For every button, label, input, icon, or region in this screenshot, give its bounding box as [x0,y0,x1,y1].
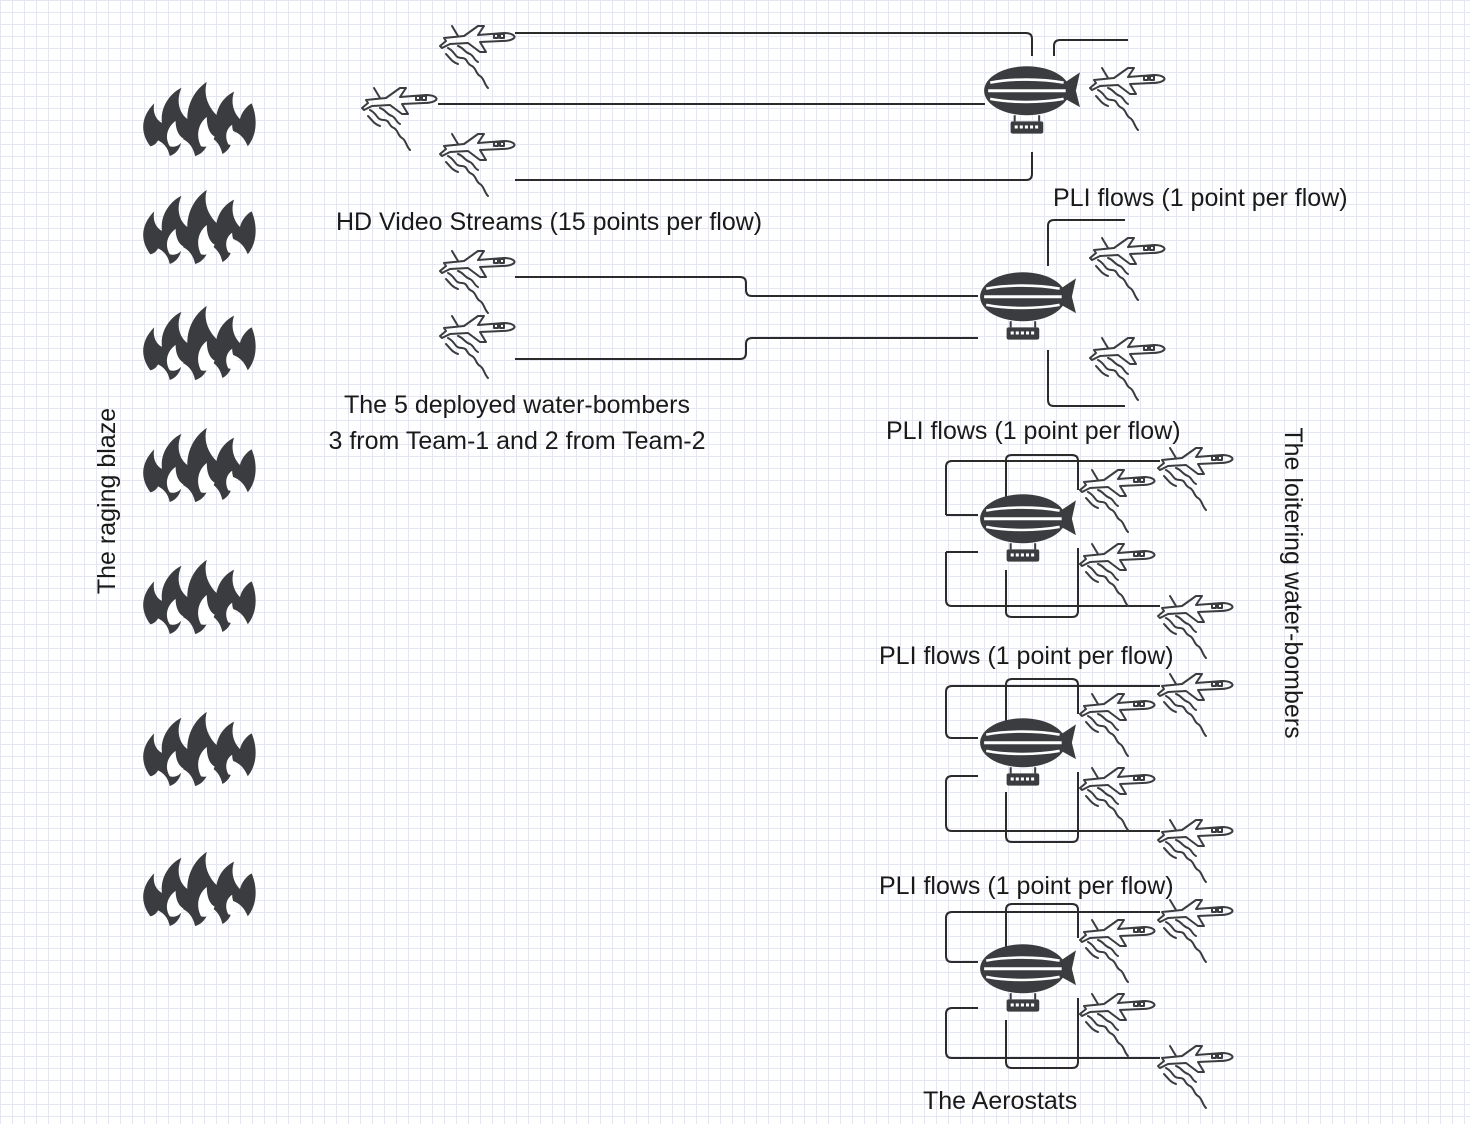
fire-column [143,81,256,926]
loitering-water-bombers [1079,67,1234,1109]
water-bomber-plane-icon [1079,919,1156,983]
aerostats-label: The Aerostats [923,1087,1078,1115]
water-bomber-plane-icon [1079,767,1156,831]
flow-lines [438,32,1160,1069]
fire-icon [143,851,256,926]
water-bomber-plane-icon [1089,337,1166,401]
water-bomber-plane-icon [1089,67,1166,131]
aerostat-blimp-icon [982,64,1082,136]
fire-icon [143,305,256,380]
fire-icon [143,711,256,786]
pli-flows-label-3: PLI flows (1 point per flow) [879,872,1174,900]
deployed-water-bombers-label-line2: 3 from Team-1 and 2 from Team-2 [328,427,706,455]
aerostat-blimp-icon [978,270,1078,342]
raging-blaze-label: The raging blaze [93,407,121,595]
water-bomber-plane-icon [1089,237,1166,301]
deployed-water-bombers [361,25,516,379]
aerostat-blimp-icon [978,492,1078,564]
loitering-water-bombers-label: The loitering water-bombers [1279,427,1307,739]
deployed-water-bombers-label-line1: The 5 deployed water-bombers [343,391,691,419]
water-bomber-plane-icon [1157,447,1234,511]
water-bomber-plane-icon [1157,673,1234,737]
water-bomber-plane-icon [1079,693,1156,757]
water-bomber-plane-icon [361,87,438,151]
fire-icon [143,81,256,156]
water-bomber-plane-icon [1157,1045,1234,1109]
aerostat-blimp-icon [978,716,1078,788]
pli-flows-label-1: PLI flows (1 point per flow) [886,417,1181,445]
water-bomber-plane-icon [1157,899,1234,963]
fire-icon [143,559,256,634]
water-bomber-plane-icon [439,315,516,379]
fire-icon [143,189,256,264]
aerostat-blimp-icon [978,942,1078,1014]
pli-flows-label-2: PLI flows (1 point per flow) [879,642,1174,670]
water-bomber-plane-icon [1079,543,1156,607]
water-bomber-plane-icon [439,25,516,89]
pli-flows-label-top: PLI flows (1 point per flow) [1053,184,1348,212]
hd-video-streams-label: HD Video Streams (15 points per flow) [336,208,763,236]
water-bomber-plane-icon [1079,993,1156,1057]
water-bomber-plane-icon [1079,469,1156,533]
fire-icon [143,427,256,502]
water-bomber-plane-icon [439,133,516,197]
water-bomber-plane-icon [439,250,516,314]
